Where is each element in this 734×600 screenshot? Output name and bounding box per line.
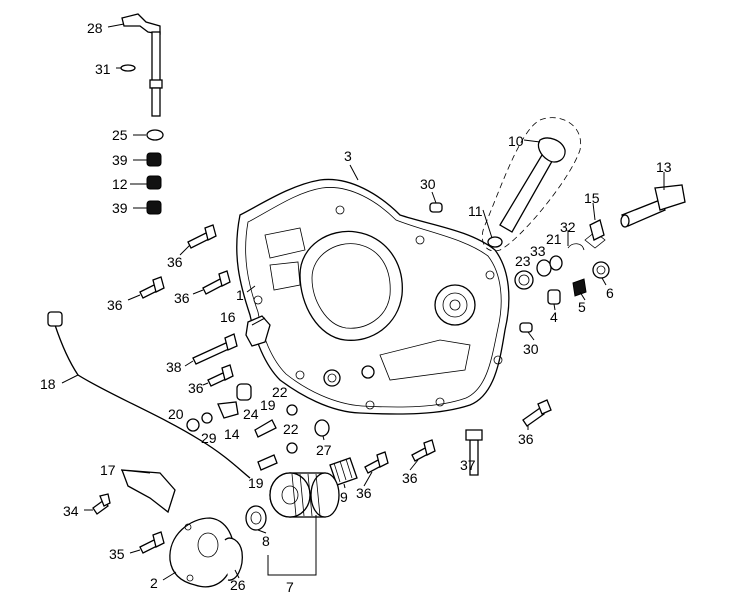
callout-14: 14 xyxy=(224,426,240,442)
callout-10: 10 xyxy=(508,133,524,149)
callout-8: 8 xyxy=(262,533,270,549)
callout-6: 6 xyxy=(606,285,614,301)
oil-filter-part xyxy=(269,472,340,518)
callout-5: 5 xyxy=(578,299,586,315)
callout-36: 36 xyxy=(402,470,418,486)
bracket-part xyxy=(121,469,176,514)
callout-36: 36 xyxy=(174,290,190,306)
callout-36: 36 xyxy=(188,380,204,396)
bushing-part xyxy=(146,152,162,167)
callout-30: 30 xyxy=(420,176,436,192)
bolt-part xyxy=(192,333,238,365)
callout-13: 13 xyxy=(656,159,672,175)
bolt-part xyxy=(522,399,552,427)
o-ring-part xyxy=(314,419,330,437)
seal-ring-part xyxy=(514,270,534,290)
spring-part xyxy=(589,219,605,241)
spring-part xyxy=(584,231,606,249)
callout-15: 15 xyxy=(584,190,600,206)
callout-27: 27 xyxy=(316,442,332,458)
kick-shaft-part xyxy=(620,184,686,228)
washer-part xyxy=(286,404,298,416)
bolt-part xyxy=(364,451,389,474)
callout-35: 35 xyxy=(109,546,125,562)
callout-16: 16 xyxy=(220,309,236,325)
callout-36: 36 xyxy=(107,297,123,313)
callout-36: 36 xyxy=(518,431,534,447)
bolt-part xyxy=(411,439,436,462)
fitting-part xyxy=(245,315,271,347)
dowel-pin-part xyxy=(429,202,443,213)
callout-25: 25 xyxy=(112,127,128,143)
callout-39: 39 xyxy=(112,152,128,168)
callout-28: 28 xyxy=(87,20,103,36)
spring-part xyxy=(572,278,587,297)
callout-31: 31 xyxy=(95,61,111,77)
callout-3: 3 xyxy=(344,148,352,164)
clamp-part xyxy=(217,401,239,419)
callout-33: 33 xyxy=(530,243,546,259)
washer-part xyxy=(201,412,213,424)
bolt-part xyxy=(139,531,165,554)
shift-shaft-part xyxy=(120,13,163,117)
nut-part xyxy=(592,261,610,279)
callout-34: 34 xyxy=(63,503,79,519)
callout-21: 21 xyxy=(546,231,562,247)
callout-23: 23 xyxy=(515,253,531,269)
bush-part xyxy=(547,289,561,305)
callout-9: 9 xyxy=(340,489,348,505)
callout-19: 19 xyxy=(248,475,264,491)
bolt-part xyxy=(257,454,278,471)
bolt-part xyxy=(202,270,231,295)
filter-cover-part xyxy=(169,517,243,588)
bolt-part xyxy=(254,419,277,438)
callout-36: 36 xyxy=(167,254,183,270)
callout-1: 1 xyxy=(236,287,244,303)
callout-38: 38 xyxy=(166,359,182,375)
dowel-pin-part xyxy=(519,322,533,333)
callout-22: 22 xyxy=(283,421,299,437)
washer-part xyxy=(146,129,164,141)
callout-36: 36 xyxy=(356,485,372,501)
bolt-part xyxy=(207,364,234,387)
callout-11: 11 xyxy=(468,203,483,219)
callout-20: 20 xyxy=(168,406,184,422)
callout-7: 7 xyxy=(286,579,294,595)
filter-bracket-line xyxy=(267,515,317,576)
leader-lines xyxy=(61,23,665,581)
callout-18: 18 xyxy=(40,376,56,392)
bushing-part xyxy=(146,200,162,215)
callout-22: 22 xyxy=(272,384,288,400)
o-ring-part xyxy=(245,505,267,531)
dipstick-part xyxy=(481,117,582,252)
bolt-part xyxy=(139,276,165,299)
callout-26: 26 xyxy=(230,577,246,593)
callout-37: 37 xyxy=(460,457,476,473)
circlip-part xyxy=(567,243,585,251)
bolt-part xyxy=(187,224,217,249)
callout-19: 19 xyxy=(260,397,276,413)
bolt-part xyxy=(92,493,111,515)
crankcase-cover-part xyxy=(236,178,510,415)
washer-part xyxy=(286,442,298,454)
callout-4: 4 xyxy=(550,309,558,325)
callout-30: 30 xyxy=(523,341,539,357)
callout-24: 24 xyxy=(243,406,259,422)
callout-2: 2 xyxy=(150,575,158,591)
washer-part xyxy=(549,255,563,271)
callout-12: 12 xyxy=(112,176,128,192)
bush-part xyxy=(236,383,252,401)
nut-part xyxy=(186,418,200,432)
circlip-part xyxy=(536,259,552,277)
callout-labels: 28 31 25 39 12 39 3 30 10 11 13 15 32 33… xyxy=(40,20,672,595)
bushing-part xyxy=(146,175,162,190)
callout-32: 32 xyxy=(560,219,576,235)
callout-17: 17 xyxy=(100,462,116,478)
callout-29: 29 xyxy=(201,430,217,446)
bolt-part xyxy=(465,429,483,476)
callout-39: 39 xyxy=(112,200,128,216)
